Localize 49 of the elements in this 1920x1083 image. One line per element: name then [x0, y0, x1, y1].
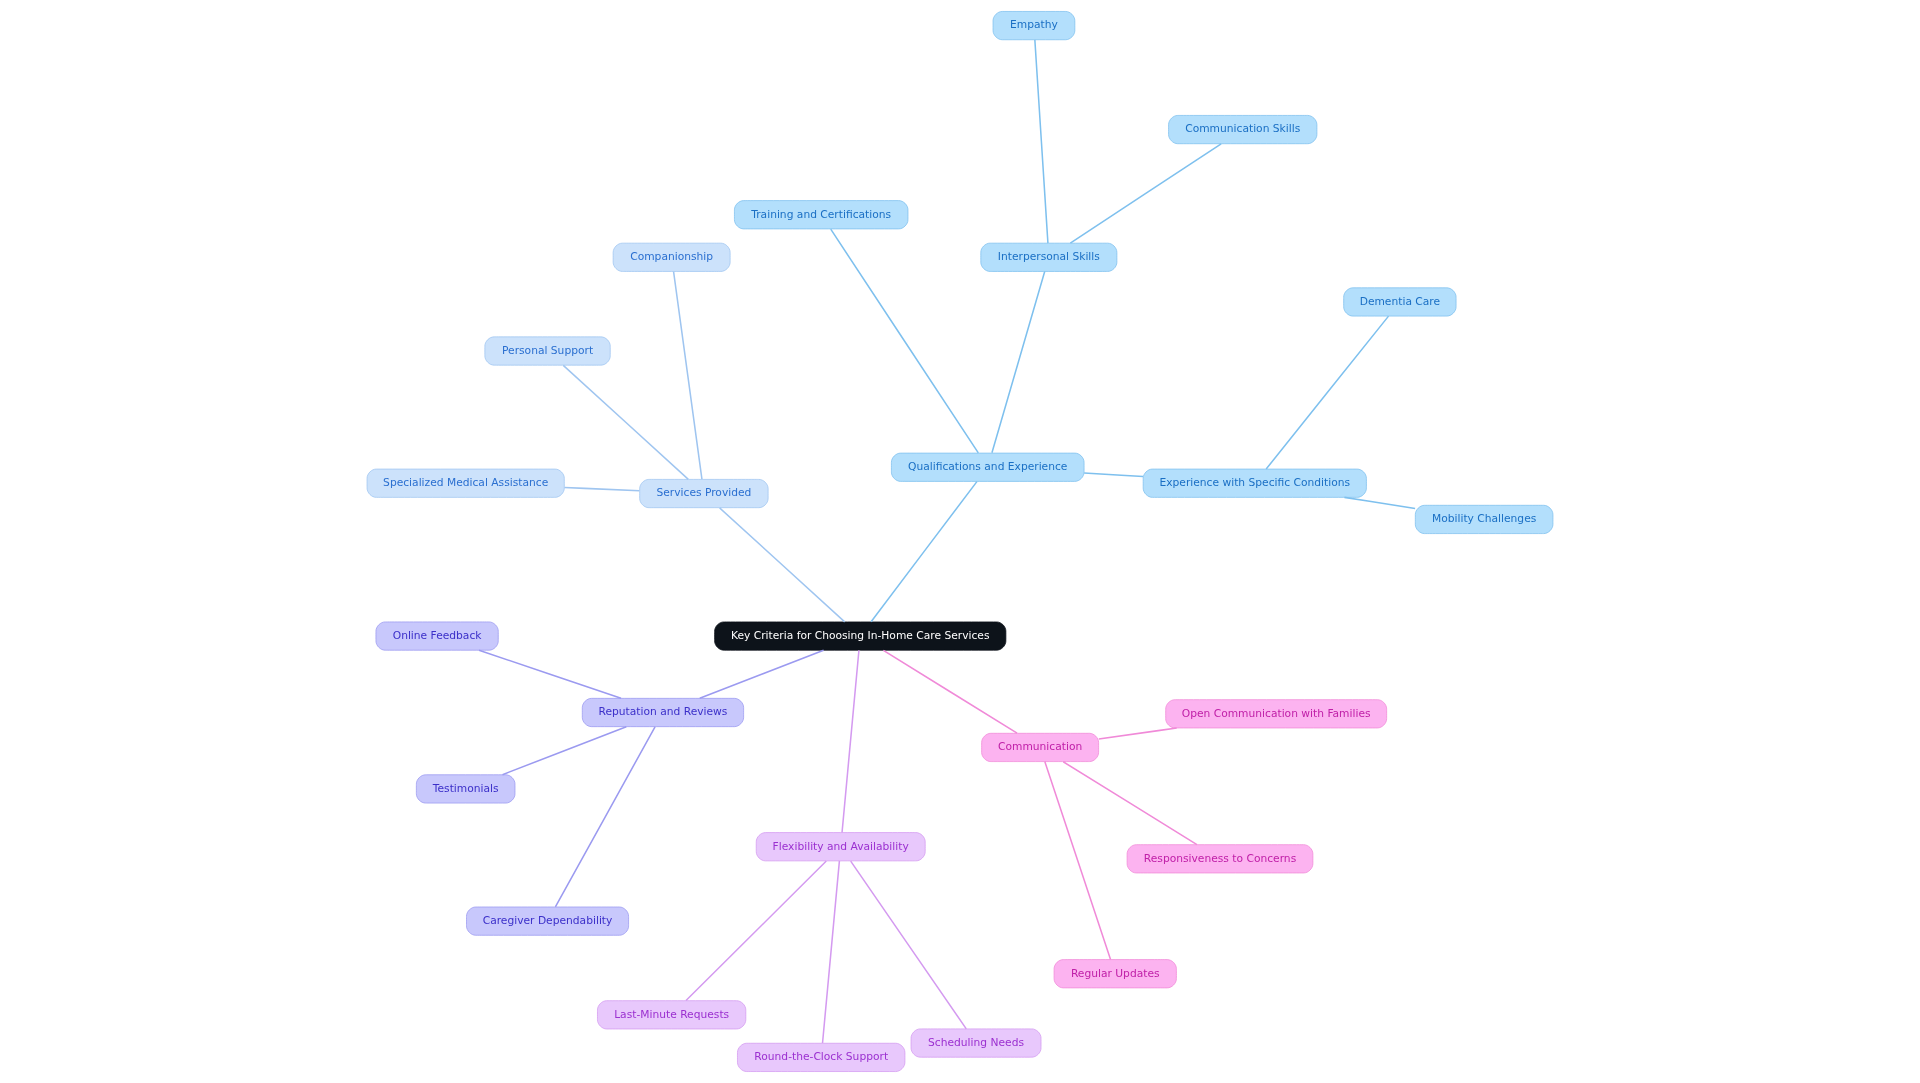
node-box: Responsiveness to Concerns	[1126, 844, 1314, 874]
connector	[870, 480, 978, 623]
connector	[562, 364, 690, 481]
node-box: Last-Minute Requests	[597, 1000, 747, 1030]
node-box: Qualifications and Experience	[891, 452, 1085, 482]
connector	[1044, 760, 1112, 961]
connector	[501, 725, 628, 776]
connector	[1083, 472, 1144, 478]
connector	[478, 649, 622, 700]
node-box: Communication Skills	[1168, 115, 1318, 145]
node-box: Communication	[981, 732, 1099, 762]
node-box: Services Provided	[639, 479, 769, 509]
node-box: Online Feedback	[375, 621, 499, 651]
connector	[1098, 727, 1178, 740]
connector	[1062, 761, 1198, 846]
connector	[849, 860, 968, 1030]
node-box: Round-the-Clock Support	[737, 1042, 906, 1072]
connector	[685, 860, 828, 1002]
connector	[1343, 496, 1416, 510]
connector	[1265, 315, 1390, 470]
connector	[554, 726, 656, 908]
node-box: Empathy	[992, 11, 1076, 41]
connector	[991, 270, 1046, 454]
node-box: Mobility Challenges	[1414, 504, 1554, 534]
connector	[698, 649, 825, 699]
node-box: Regular Updates	[1053, 959, 1177, 989]
node-box: Caregiver Dependability	[466, 906, 629, 936]
node-box: Dementia Care	[1343, 287, 1457, 317]
connector	[821, 860, 841, 1044]
node-box: Scheduling Needs	[910, 1028, 1042, 1058]
connector	[672, 270, 703, 480]
node-box: Key Criteria for Choosing In-Home Care Services	[714, 621, 1007, 651]
connector	[563, 486, 641, 492]
node-box: Personal Support	[484, 336, 611, 366]
connector	[841, 649, 860, 834]
node-box: Specialized Medical Assistance	[366, 468, 565, 498]
connector	[1034, 39, 1049, 244]
connector	[829, 228, 980, 454]
node-box: Testimonials	[416, 774, 516, 804]
node-box: Flexibility and Availability	[755, 832, 926, 862]
node-box: Training and Certifications	[734, 200, 909, 230]
node-box: Companionship	[612, 242, 731, 272]
connector	[1069, 143, 1222, 244]
node-box: Open Communication with Families	[1165, 699, 1388, 729]
node-box: Experience with Specific Conditions	[1142, 468, 1367, 498]
node-box: Reputation and Reviews	[581, 697, 744, 727]
connector	[882, 649, 1018, 734]
connector	[718, 507, 846, 623]
node-box: Interpersonal Skills	[980, 242, 1118, 272]
